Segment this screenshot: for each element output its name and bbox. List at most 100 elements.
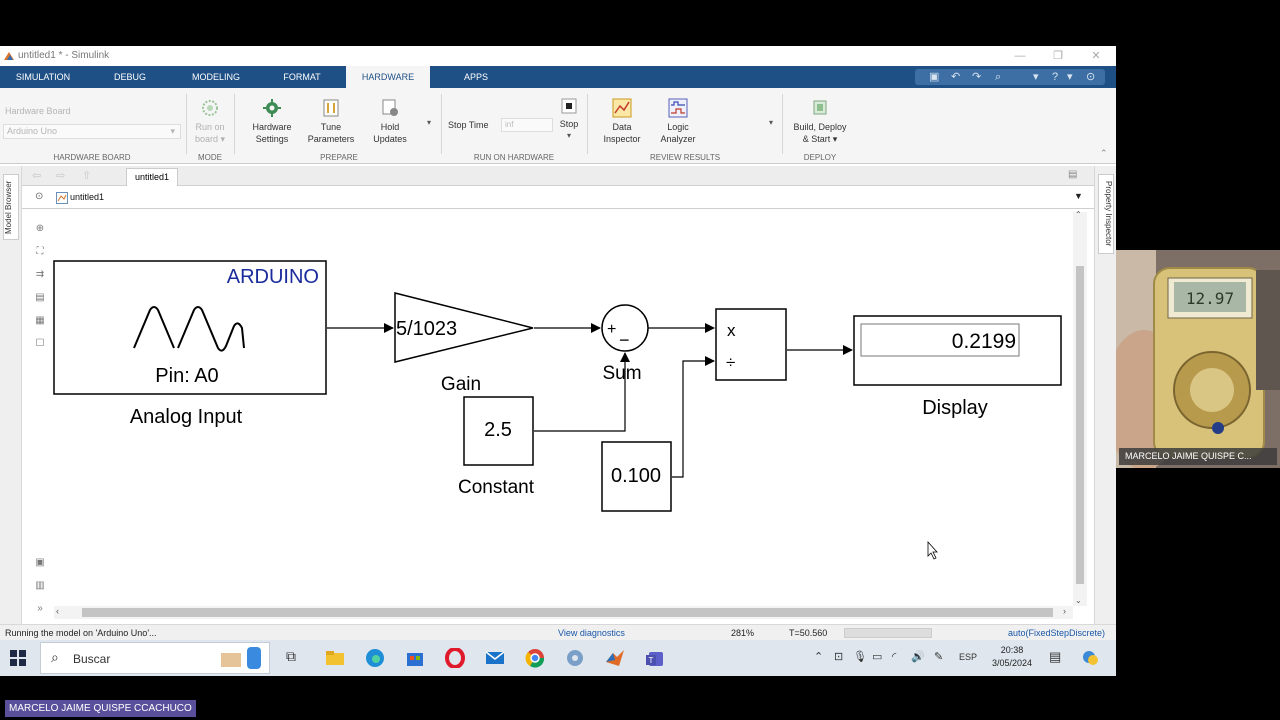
- language-indicator[interactable]: ESP: [959, 652, 978, 662]
- up-arrow-icon[interactable]: ⇧: [82, 170, 92, 182]
- area-icon[interactable]: ☐: [35, 338, 45, 349]
- horizontal-scroll-thumb[interactable]: [82, 608, 1053, 617]
- chrome-browser-icon[interactable]: [525, 648, 545, 668]
- constant2-block[interactable]: 0.100: [601, 441, 672, 512]
- mouse-cursor-icon: [927, 540, 938, 560]
- tray-app-icon[interactable]: ⊡: [834, 651, 844, 663]
- help-icon[interactable]: ?: [1052, 71, 1059, 83]
- property-icon[interactable]: ▥: [35, 580, 45, 591]
- logic-analyzer-button[interactable]: Logic Analyzer: [652, 98, 704, 145]
- data-inspector-button[interactable]: Data Inspector: [596, 98, 648, 145]
- display-block[interactable]: 0.2199: [853, 315, 1062, 386]
- arduino-analog-input-block[interactable]: ARDUINO Pin: A0: [53, 260, 327, 395]
- zoom-icon[interactable]: ⊕: [35, 223, 45, 234]
- weather-icon[interactable]: [1080, 648, 1100, 668]
- horizontal-scrollbar[interactable]: ‹ ›: [54, 606, 1073, 619]
- tab-apps[interactable]: APPS: [463, 72, 488, 82]
- signal-constant-to-sum[interactable]: [534, 352, 630, 432]
- wifi-icon[interactable]: ◜: [892, 651, 897, 663]
- chevron-down-icon[interactable]: ▾: [1033, 71, 1039, 83]
- view-diagnostics-link[interactable]: View diagnostics: [558, 628, 625, 638]
- screenshot-icon[interactable]: ▣: [35, 557, 45, 568]
- battery-icon[interactable]: ▭: [872, 651, 883, 663]
- right-side-panel: Property Inspector: [1094, 166, 1116, 640]
- fit-view-icon[interactable]: ⛶: [36, 246, 44, 257]
- chevron-down-icon[interactable]: ▼: [1074, 191, 1083, 201]
- product-block[interactable]: x ÷: [715, 308, 787, 381]
- search-icon[interactable]: ⌕: [995, 71, 1002, 83]
- scroll-up-icon[interactable]: ⌃: [1075, 210, 1082, 219]
- microphone-icon[interactable]: 🎙: [853, 651, 867, 663]
- chevron-down-icon[interactable]: ▾: [1067, 71, 1073, 83]
- app-gear-icon[interactable]: [565, 648, 585, 668]
- windows-start-icon[interactable]: [10, 650, 26, 666]
- teams-icon[interactable]: T: [645, 648, 665, 668]
- taskbar-clock[interactable]: 20:38 3/05/2024: [990, 644, 1034, 670]
- tray-overflow-icon[interactable]: ⌃: [814, 651, 824, 663]
- expand-gallery-icon[interactable]: ▾: [769, 118, 774, 127]
- options-icon[interactable]: ⊙: [1086, 71, 1096, 83]
- arduino-brand-text: ARDUINO: [227, 266, 319, 288]
- gain-block[interactable]: 5/1023: [394, 292, 534, 363]
- image-icon[interactable]: ▦: [35, 315, 45, 326]
- sum-block[interactable]: + −: [601, 304, 649, 352]
- hold-updates-button[interactable]: Hold Updates: [364, 98, 416, 145]
- minimize-button[interactable]: —: [1014, 50, 1026, 62]
- property-inspector-tab[interactable]: Property Inspector: [1098, 174, 1114, 254]
- matlab-icon[interactable]: [605, 648, 625, 668]
- model-tab[interactable]: untitled1: [126, 168, 178, 186]
- gain-label: Gain: [441, 374, 481, 395]
- file-explorer-icon[interactable]: [325, 648, 345, 668]
- scroll-down-icon[interactable]: ⌄: [1075, 596, 1082, 605]
- restore-button[interactable]: ❐: [1053, 50, 1063, 62]
- signal-constant2-to-product[interactable]: [672, 356, 715, 478]
- expand-gallery-icon[interactable]: ▾: [427, 118, 432, 127]
- close-button[interactable]: ✕: [1091, 50, 1101, 62]
- forward-arrow-icon[interactable]: ⇨: [56, 170, 66, 182]
- mail-icon[interactable]: [485, 648, 505, 668]
- tab-hardware[interactable]: HARDWARE: [346, 66, 430, 88]
- hardware-board-select[interactable]: Arduino Uno ▾: [3, 124, 181, 139]
- chevron-down-icon: ▾: [170, 126, 175, 136]
- pen-icon[interactable]: ✎: [934, 651, 944, 663]
- microsoft-store-icon[interactable]: [405, 648, 425, 668]
- stop-time-input[interactable]: inf: [501, 118, 553, 132]
- vertical-scroll-thumb[interactable]: [1076, 266, 1084, 584]
- annotation-icon[interactable]: ▤: [35, 292, 45, 303]
- hold-updates-label-1: Hold: [380, 122, 400, 132]
- scroll-right-icon[interactable]: ›: [1063, 606, 1066, 616]
- undo-icon[interactable]: ↶: [951, 71, 961, 83]
- task-view-icon[interactable]: ⧉: [286, 648, 296, 664]
- tune-parameters-button[interactable]: Tune Parameters: [304, 98, 358, 145]
- arrow-icon[interactable]: ⇉: [35, 269, 45, 280]
- vertical-scrollbar[interactable]: ⌃ ⌄: [1073, 210, 1087, 606]
- notifications-icon[interactable]: ▤: [1049, 649, 1062, 664]
- tab-debug[interactable]: DEBUG: [113, 72, 146, 82]
- hide-explorer-icon[interactable]: ⊙: [35, 191, 44, 202]
- group-label-prepare: PREPARE: [320, 153, 358, 162]
- edge-browser-icon[interactable]: [365, 648, 385, 668]
- tab-modeling[interactable]: MODELING: [191, 72, 240, 82]
- build-deploy-start-button[interactable]: Build, Deploy & Start ▾: [788, 98, 852, 145]
- model-browser-tab[interactable]: Model Browser: [3, 174, 19, 240]
- back-arrow-icon[interactable]: ⇦: [32, 170, 42, 182]
- opera-browser-icon[interactable]: [445, 648, 465, 668]
- redo-icon[interactable]: ↷: [972, 71, 982, 83]
- constant-block[interactable]: 2.5: [463, 396, 534, 466]
- run-on-board-button[interactable]: Run on board ▾: [190, 98, 230, 145]
- scroll-left-icon[interactable]: ‹: [56, 606, 59, 616]
- tab-simulation[interactable]: SIMULATION: [15, 72, 71, 82]
- tab-format[interactable]: FORMAT: [283, 72, 321, 82]
- save-icon[interactable]: ▣: [929, 71, 940, 83]
- expand-icon[interactable]: »: [37, 603, 43, 614]
- breadcrumb[interactable]: untitled1: [70, 192, 105, 202]
- tab-list-icon[interactable]: ▤: [1068, 169, 1078, 180]
- collapse-ribbon-icon[interactable]: ⌃: [1100, 148, 1108, 158]
- hardware-settings-button[interactable]: Hardware Settings: [246, 98, 298, 145]
- stop-button[interactable]: Stop ▾: [556, 98, 582, 142]
- taskbar-search-box[interactable]: ⌕ Buscar: [40, 642, 270, 674]
- volume-icon[interactable]: 🔊: [911, 651, 925, 663]
- hardware-board-value: Arduino Uno: [7, 126, 58, 136]
- solver-link[interactable]: auto(FixedStepDiscrete): [1008, 628, 1106, 638]
- group-label-run-on-hardware: RUN ON HARDWARE: [473, 153, 555, 162]
